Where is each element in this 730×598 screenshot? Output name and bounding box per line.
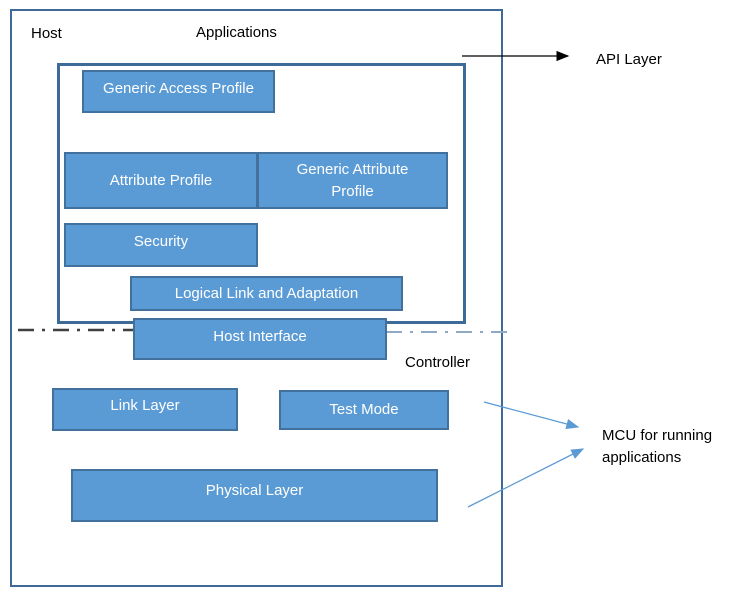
logical-link-text: Logical Link and Adaptation [174,284,359,302]
applications-label: Applications [196,24,277,41]
generic-attribute-profile-box: Generic Attribute Profile [257,152,448,209]
api-layer-label: API Layer [596,51,662,68]
attribute-profile-box: Attribute Profile [64,152,258,209]
generic-attribute-profile-text: Generic Attribute Profile [296,160,409,200]
mcu-label: MCU for running applications [602,427,713,466]
physical-layer-box: Physical Layer [71,469,438,522]
physical-layer-text: Physical Layer [205,482,304,499]
host-label: Host [31,25,62,42]
host-interface-text: Host Interface [213,328,307,345]
controller-label: Controller [405,354,471,371]
security-text: Security [133,233,189,250]
device-frame [10,9,503,587]
mcu-arrow-upper [483,401,580,430]
security-box: Security [64,223,258,267]
test-mode-text: Test Mode [329,401,399,418]
generic-access-profile-box: Generic Access Profile [82,70,275,113]
attribute-profile-text: Attribute Profile [109,171,213,189]
test-mode-box: Test Mode [279,390,449,430]
link-layer-text: Link Layer [110,397,180,414]
logical-link-box: Logical Link and Adaptation [130,276,403,311]
mcu-arrow-lower [467,448,585,508]
host-interface-box: Host Interface [133,318,387,360]
generic-access-profile-text: Generic Access Profile [103,80,254,97]
link-layer-box: Link Layer [52,388,238,431]
